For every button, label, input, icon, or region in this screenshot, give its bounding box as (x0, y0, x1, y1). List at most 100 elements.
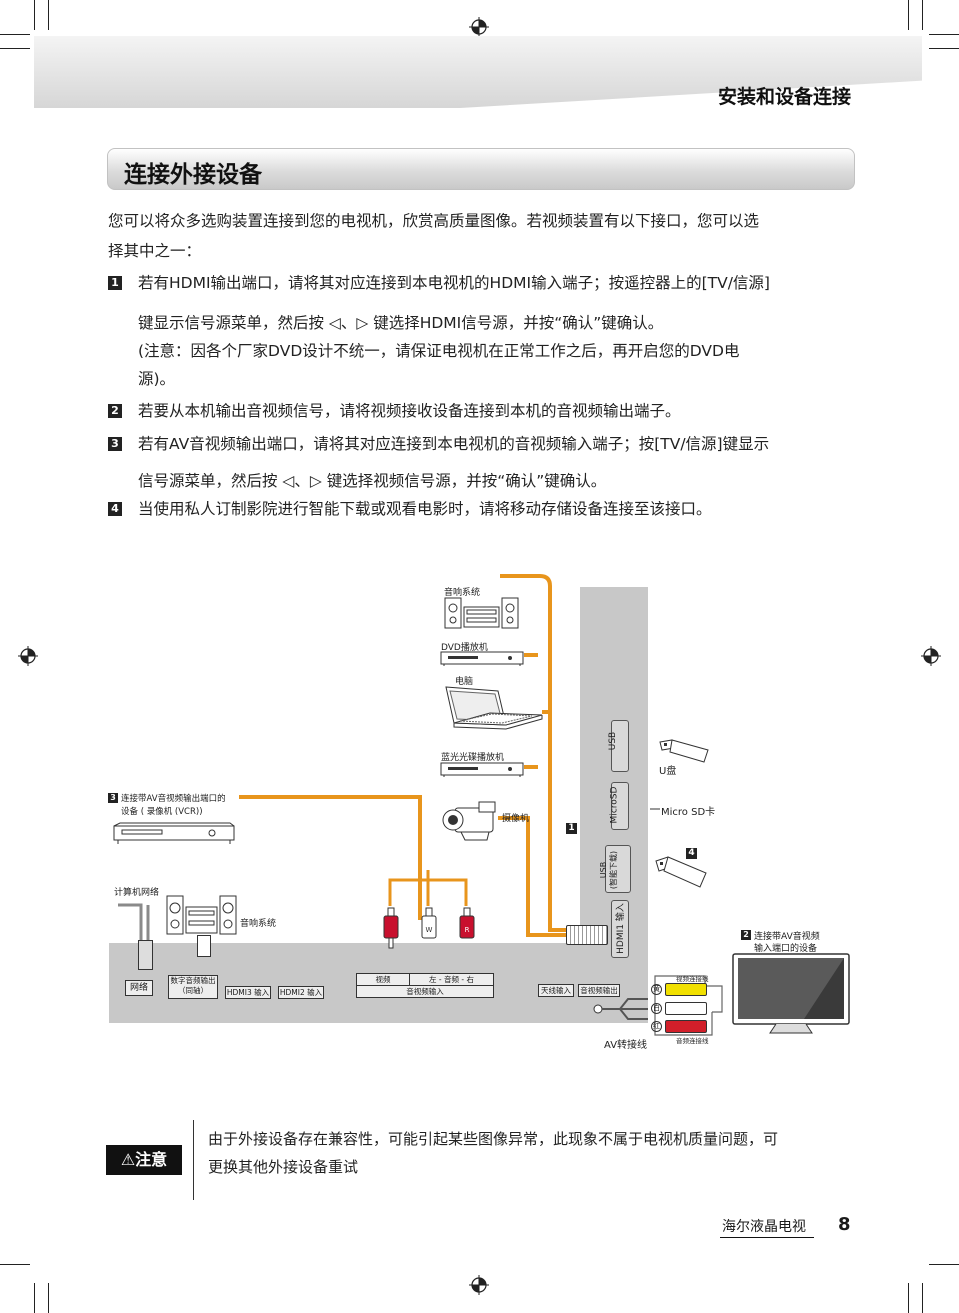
vcr-marker: 3 (108, 793, 118, 803)
header-title: 安装和设备连接 (717, 86, 851, 108)
av-adapter-icon (593, 998, 648, 1020)
bluray-player-icon (440, 762, 524, 777)
av-device-label: 输入端口的设备 (754, 944, 818, 954)
audio-cable-label: 音频连接线 (676, 1037, 709, 1045)
audio-system-icon (444, 597, 519, 629)
note-divider (193, 1120, 194, 1200)
rca-plug-red-icon: R (459, 907, 475, 939)
footer-underline (720, 1237, 814, 1238)
footer-brand: 海尔液晶电视 (722, 1219, 806, 1235)
svg-text:R: R (465, 926, 470, 934)
item-text: 若有AV音视频输出端口，请将其对应连接到本电视机的音视频输入端子；按[TV/信源… (138, 435, 770, 453)
port-hdmi1-label: HDMI1 输入 (615, 903, 626, 954)
note-line: 由于外接设备存在兼容性，可能引起某些图像异常，此现象不属于电视机质量问题，可 (208, 1130, 779, 1148)
port-digital-audio-sub: （同轴） (178, 986, 208, 995)
usb-flash-drive-icon (659, 739, 709, 763)
item-text: 当使用私人订制影院进行智能下载或观看电影时，请将移动存储设备连接至该接口。 (138, 500, 712, 518)
port-usb[interactable] (611, 720, 629, 772)
vcr-icon (113, 822, 235, 844)
crop-mark (929, 1264, 959, 1265)
crop-mark (48, 1283, 49, 1313)
network-plug (138, 940, 153, 970)
port-microsd[interactable] (611, 782, 629, 830)
port-av-video-label: 视频 (357, 974, 410, 985)
dvd-player-icon (440, 651, 524, 666)
port-usb-label: USB (608, 731, 619, 751)
port-av-in-label: 音视频输入 (406, 987, 444, 996)
intro-line: 择其中之一： (108, 242, 202, 260)
intro-line: 您可以将众多选购装置连接到您的电视机，欣赏高质量图像。若视频装置有以下接口，您可… (108, 212, 760, 230)
laptop-icon (445, 686, 543, 730)
port-digital-audio-label: 数字音频输出 (170, 976, 216, 985)
crop-mark (908, 1283, 909, 1313)
udisk-label: U盘 (659, 766, 677, 777)
dvd-label: DVD播放机 (441, 643, 488, 653)
crop-mark (34, 1283, 35, 1313)
crop-mark (929, 48, 959, 49)
item-text: 若有HDMI输出端口，请将其对应连接到本电视机的HDMI输入端子；按遥控器上的[… (138, 274, 770, 292)
crop-mark (922, 0, 923, 30)
audio-system-bottom-label: 音响系统 (240, 919, 277, 929)
port-digital-audio[interactable]: 数字音频输出 （同轴） (168, 975, 218, 999)
warning-label: 注意 (135, 1150, 168, 1169)
pc-label: 电脑 (455, 677, 474, 687)
cable-plug-red (665, 1020, 707, 1033)
usb-flash-drive-icon (655, 856, 707, 888)
port-hdmi2[interactable]: HDMI2 输入 (278, 986, 324, 999)
port-microsd-label: MicroSD (609, 786, 620, 824)
marker-4: 4 (686, 848, 697, 859)
port-antenna[interactable]: 天线输入 (538, 984, 574, 997)
crop-mark (908, 0, 909, 30)
crop-mark (48, 0, 49, 30)
network-label: 计算机网络 (114, 888, 160, 898)
section-title: 连接外接设备 (124, 162, 262, 188)
crop-mark (0, 1264, 30, 1265)
port-network[interactable]: 网络 (125, 980, 153, 996)
av-device-label: 连接带AV音视频 (754, 932, 820, 942)
tv-icon (732, 953, 850, 1034)
coax-plug (197, 935, 211, 957)
microsd-label: Micro SD卡 (661, 807, 716, 818)
crop-mark (929, 34, 959, 35)
port-av-audio-label: 左 - 音频 - 右 (429, 975, 474, 984)
cable-plug-white (665, 1002, 707, 1015)
bluray-label: 蓝光光碟播放机 (441, 753, 505, 763)
item-text: 键显示信号源菜单，然后按 ◁、▷ 键选择HDMI信号源，并按“确认”键确认。 (138, 314, 664, 332)
svg-text:W: W (426, 926, 433, 934)
vcr-label: 连接带AV音视频输出端口的 (121, 794, 226, 804)
note-line: 更换其他外接设备重试 (208, 1158, 359, 1176)
video-cable-label: 视频连接线 (676, 975, 709, 983)
audio-system-top-label: 音响系统 (444, 588, 481, 598)
port-hdmi3[interactable]: HDMI3 输入 (225, 986, 271, 999)
item-text: 若要从本机输出音视频信号，请将视频接收设备连接到本机的音视频输出端子。 (138, 402, 681, 420)
item-number: 2 (108, 404, 122, 418)
port-hdmi1[interactable] (611, 900, 629, 958)
color-yellow: 黄 (651, 984, 662, 995)
warning-badge: ⚠注意 (106, 1145, 182, 1175)
port-av-out[interactable]: 音视频输出 (578, 984, 620, 997)
cable-plug-yellow (665, 983, 707, 996)
av-cable-label: AV转接线 (604, 1040, 648, 1051)
color-white: 白 (651, 1003, 662, 1014)
hdmi-plug (566, 925, 608, 945)
registration-mark-icon (921, 646, 941, 666)
port-av-in[interactable]: 视频 左 - 音频 - 右 音视频输入 (356, 973, 494, 998)
page-number: 8 (838, 1214, 851, 1235)
crop-mark (34, 0, 35, 30)
item-text: 信号源菜单，然后按 ◁、▷ 键选择视频信号源，并按“确认”键确认。 (138, 472, 607, 490)
rca-plug-red-icon (383, 907, 399, 949)
item-number: 4 (108, 502, 122, 516)
marker-2: 2 (741, 930, 751, 940)
warning-icon: ⚠ (120, 1150, 136, 1169)
registration-mark-icon (18, 646, 38, 666)
rca-plug-white-icon: W (421, 907, 437, 939)
registration-mark-icon (469, 17, 489, 37)
marker-1: 1 (566, 823, 577, 834)
camcorder-icon (442, 801, 496, 841)
port-usb-smart-label: USB (智能下载) (599, 850, 619, 890)
crop-mark (0, 48, 30, 49)
item-text: (注意：因各个厂家DVD设计不统一，请保证电视机在正常工作之后，再开启您的DVD… (138, 342, 740, 360)
audio-system-icon (166, 895, 237, 935)
item-text: 源)。 (138, 370, 176, 388)
port-usb-smart[interactable] (605, 845, 631, 893)
